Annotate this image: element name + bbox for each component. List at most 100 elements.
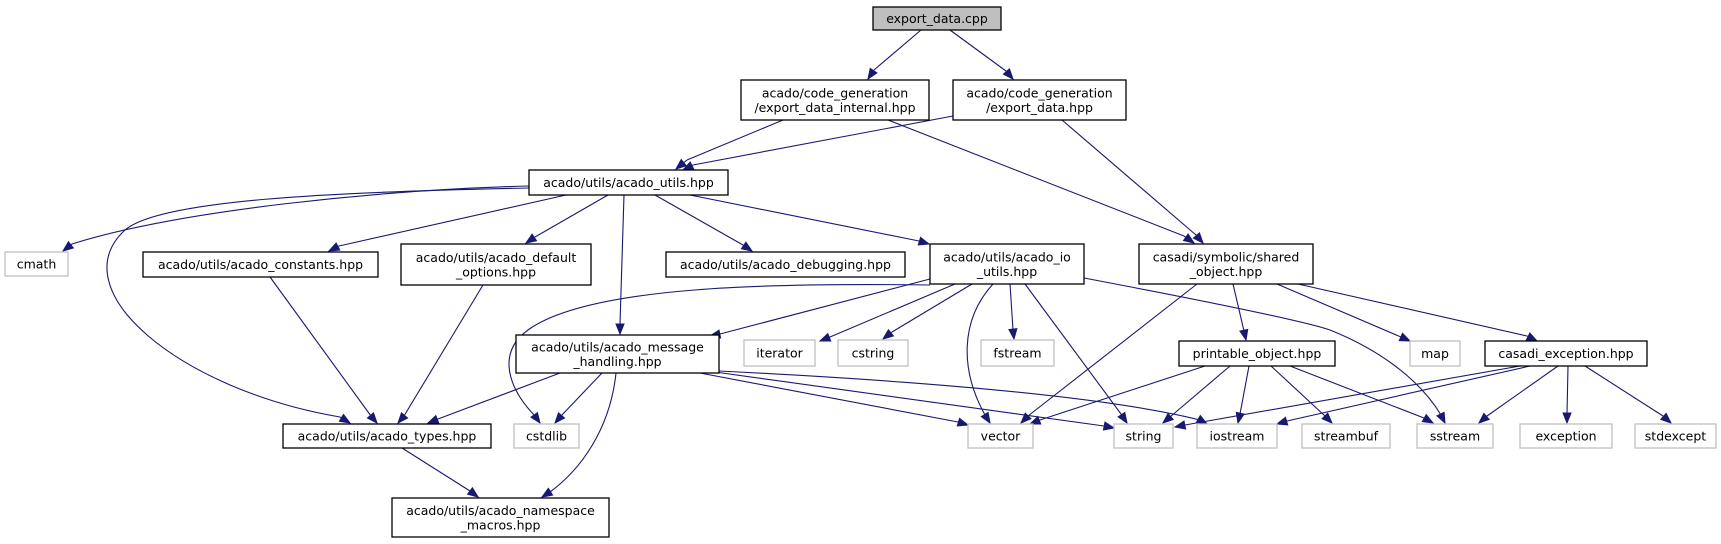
node-acado-utils-acado-default-options-hpp[interactable]: acado/utils/acado_default_options.hpp (400, 243, 592, 286)
edge-line-end (890, 331, 893, 334)
edge-line-end (1526, 335, 1529, 338)
node-export-data-cpp[interactable]: export_data.cpp (872, 6, 1002, 31)
arrowhead-icon (1028, 415, 1042, 425)
node-cmath[interactable]: cmath (4, 251, 69, 277)
edge-acado-utils-acado-io-utils-hpp-to-cstdlib (508, 283, 931, 425)
node-acado-utils-acado-namespace-macros-hpp[interactable]: acado/utils/acado_namespace_macros.hpp (391, 497, 610, 538)
edge-casadi-exception-hpp-to-iostream (1275, 365, 1531, 426)
node-box (4, 251, 69, 277)
arrowhead-icon (524, 233, 538, 244)
node-label: acado/utils/acado_utils.hpp (543, 175, 714, 190)
node-label: cstdlib (526, 429, 567, 444)
edge-line-end (339, 416, 342, 419)
node-label: _macros.hpp (460, 517, 541, 532)
arrowhead-icon (674, 158, 688, 170)
edge-line (1486, 365, 1559, 417)
node-casadi-exception-hpp[interactable]: casadi_exception.hpp (1484, 340, 1648, 367)
node-acado-code-generation-export-data-internal-hpp[interactable]: acado/code_generation/export_data_intern… (740, 79, 930, 121)
edge-acado-utils-acado-utils-hpp-to-acado-utils-acado-constants-hpp (327, 194, 567, 252)
edge-line (699, 372, 959, 423)
edge-line (508, 283, 931, 417)
edge-line (829, 283, 956, 338)
node-printable-object-hpp[interactable]: printable_object.hpp (1178, 340, 1336, 367)
node-box (1138, 243, 1314, 285)
node-label: acado/utils/acado_io (943, 249, 1071, 264)
node-label: _utils.hpp (976, 264, 1037, 279)
edges-layer (61, 29, 1673, 498)
arrowhead-icon (1525, 332, 1539, 342)
edge-line (873, 29, 922, 71)
node-acado-utils-acado-message-handling-hpp[interactable]: acado/utils/acado_message_handling.hpp (515, 334, 720, 374)
node-vector[interactable]: vector (967, 423, 1034, 449)
node-casadi-symbolic-shared-object-hpp[interactable]: casadi/symbolic/shared_object.hpp (1138, 243, 1314, 285)
node-label: streambuf (1314, 429, 1379, 444)
node-box (743, 339, 816, 367)
arrowhead-icon (466, 486, 480, 498)
edge-line (689, 194, 920, 242)
node-acado-code-generation-export-data-hpp[interactable]: acado/code_generation/export_data.hpp (952, 79, 1127, 121)
node-acado-utils-acado-constants-hpp[interactable]: acado/utils/acado_constants.hpp (142, 251, 379, 278)
node-streambuf[interactable]: streambuf (1301, 423, 1391, 449)
node-acado-utils-acado-types-hpp[interactable]: acado/utils/acado_types.hpp (282, 423, 492, 449)
edge-line (1232, 283, 1245, 332)
edge-line (549, 372, 617, 493)
edge-acado-utils-acado-message-handling-hpp-to-iostream (718, 370, 1209, 425)
edge-acado-utils-acado-utils-hpp-to-acado-utils-acado-default-options-hpp (524, 194, 609, 244)
edge-acado-utils-acado-message-handling-hpp-to-acado-utils-acado-namespace-macros-hpp (540, 372, 617, 498)
node-box (1301, 423, 1391, 449)
arrowhead-icon (615, 323, 625, 336)
edge-line-end (1183, 235, 1187, 238)
node-label: /export_data_internal.hpp (754, 100, 915, 115)
edge-acado-utils-acado-message-handling-hpp-to-vector (699, 372, 970, 427)
edge-line-end (691, 164, 694, 167)
edge-line (1024, 283, 1122, 415)
arrowhead-icon (867, 67, 878, 81)
node-map[interactable]: map (1409, 340, 1461, 367)
edge-line (534, 194, 609, 238)
arrowhead-icon (740, 241, 754, 252)
node-box (967, 423, 1034, 449)
arrowhead-icon (1421, 413, 1435, 424)
node-iterator[interactable]: iterator (743, 339, 816, 367)
node-exception[interactable]: exception (1519, 423, 1613, 449)
arrowhead-icon (1192, 231, 1204, 245)
arrowhead-icon (917, 236, 931, 246)
node-box (515, 334, 720, 374)
node-acado-utils-acado-io-utils-hpp[interactable]: acado/utils/acado_io_utils.hpp (929, 243, 1085, 285)
node-cstring[interactable]: cstring (837, 339, 909, 367)
arrowhead-icon (554, 411, 566, 425)
node-acado-utils-acado-utils-hpp[interactable]: acado/utils/acado_utils.hpp (528, 169, 729, 196)
node-box (837, 339, 909, 367)
node-fstream[interactable]: fstream (980, 339, 1055, 367)
edge-line (401, 447, 471, 492)
node-box (282, 423, 492, 449)
arrowhead-icon (1008, 328, 1018, 341)
arrowhead-icon (956, 417, 970, 427)
node-sstream[interactable]: sstream (1416, 423, 1494, 449)
edge-line-end (1198, 418, 1201, 421)
node-label: acado/code_generation (966, 85, 1112, 100)
node-label: cmath (17, 257, 57, 272)
edge-export-data-cpp-to-acado-code-generation-export-data-hpp (949, 29, 1014, 81)
edge-line (1083, 277, 1442, 416)
edge-line (714, 371, 1105, 427)
edge-line-end (533, 414, 536, 417)
node-string[interactable]: string (1113, 423, 1174, 449)
edge-line (891, 283, 973, 333)
node-stdexcept[interactable]: stdexcept (1634, 423, 1717, 449)
arrowhead-icon (366, 411, 378, 425)
node-label: map (1421, 346, 1449, 361)
edge-line-end (403, 415, 405, 417)
node-acado-utils-acado-debugging-hpp[interactable]: acado/utils/acado_debugging.hpp (665, 251, 906, 278)
node-label: casadi_exception.hpp (1498, 346, 1633, 361)
node-label: acado/utils/acado_default (416, 250, 577, 265)
edge-printable-object-hpp-to-sstream (1289, 365, 1435, 424)
node-label: stdexcept (1645, 429, 1706, 444)
node-iostream[interactable]: iostream (1196, 423, 1278, 449)
node-label: fstream (993, 346, 1041, 361)
edge-acado-utils-acado-utils-hpp-to-acado-utils-acado-io-utils-hpp (689, 194, 931, 246)
edge-line (106, 187, 530, 418)
edge-line (619, 194, 625, 325)
node-cstdlib[interactable]: cstdlib (513, 423, 580, 449)
